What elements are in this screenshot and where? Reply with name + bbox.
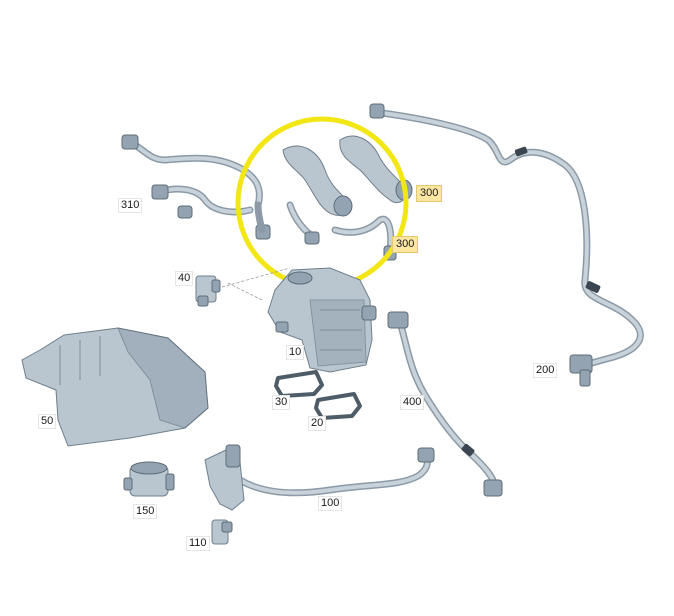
part-label-10[interactable]: 10 [286,345,305,360]
leader-lines [221,267,291,301]
part-50-cover[interactable] [21,327,209,447]
part-label-110[interactable]: 110 [186,536,210,551]
part-400-hose[interactable] [387,311,503,497]
part-10-module[interactable] [267,267,377,373]
part-label-200[interactable]: 200 [533,363,558,378]
part-label-300[interactable]: 300 [392,236,419,253]
part-label-20[interactable]: 20 [308,416,327,431]
part-label-300[interactable]: 300 [416,185,443,202]
part-label-50[interactable]: 50 [38,414,57,429]
part-label-100[interactable]: 100 [318,496,343,511]
part-310-hose[interactable] [121,134,271,240]
part-label-30[interactable]: 30 [272,395,291,410]
part-100-hose[interactable] [204,444,435,511]
part-110-fitting[interactable] [211,519,233,545]
part-30-gasket[interactable] [274,370,324,398]
part-300-hoses[interactable] [282,135,413,261]
part-20-gasket[interactable] [314,392,362,420]
part-label-400[interactable]: 400 [400,395,425,410]
part-label-310[interactable]: 310 [118,198,143,213]
part-label-40[interactable]: 40 [175,271,194,286]
part-200-hose[interactable] [369,103,644,387]
part-150-component[interactable] [123,461,175,497]
part-label-150[interactable]: 150 [133,504,158,519]
part-40-sensor[interactable] [195,275,221,307]
